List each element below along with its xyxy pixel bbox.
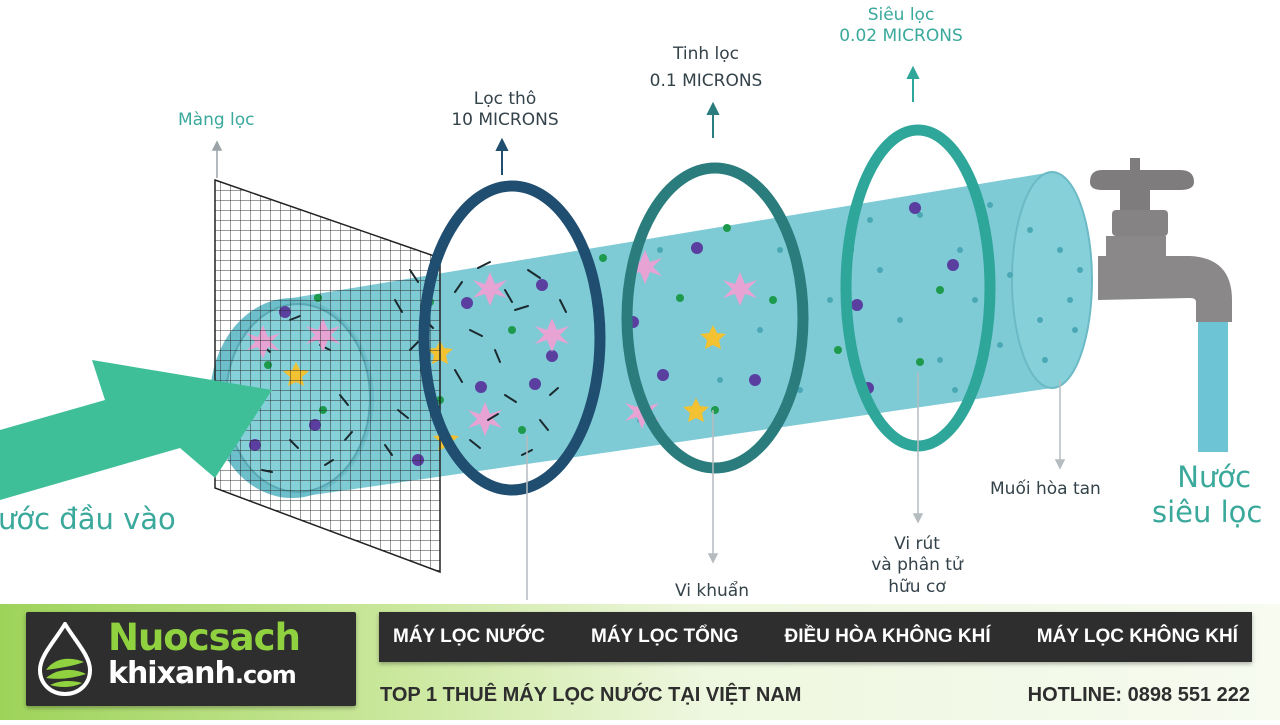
outlet-water-label: Nước siêu lọc <box>1152 460 1263 529</box>
pointer-lines-down <box>526 372 1066 600</box>
water-stream <box>1198 316 1228 452</box>
mesh-label: Màng lọc <box>178 110 255 130</box>
hotline[interactable]: HOTLINE: 0898 551 222 <box>1027 684 1250 706</box>
coarse-pointer-arrow <box>495 137 509 175</box>
ultra-pointer-arrow <box>906 65 920 102</box>
menu-air-conditioner[interactable]: ĐIỀU HÒA KHÔNG KHÍ <box>784 626 991 647</box>
menu-water-purifier[interactable]: MÁY LỌC NƯỚC <box>393 626 545 647</box>
inlet-arrow <box>0 360 272 500</box>
mesh-screen <box>214 178 441 574</box>
faucet-icon <box>1090 158 1232 322</box>
fine-filter-ring <box>621 162 809 474</box>
coarse-filter-ring <box>418 180 606 496</box>
product-menu: MÁY LỌC NƯỚC MÁY LỌC TỔNG ĐIỀU HÒA KHÔNG… <box>379 612 1252 662</box>
brand-name-bottom: khixanh.com <box>108 656 297 691</box>
fine-pointer-arrow <box>706 101 720 138</box>
menu-air-purifier[interactable]: MÁY LỌC KHÔNG KHÍ <box>1036 626 1238 647</box>
brand-name-top: Nuocsach <box>108 616 301 659</box>
tagline: TOP 1 THUÊ MÁY LỌC NƯỚC TẠI VIỆT NAM <box>380 684 802 706</box>
bacteria-label: Vi khuẩn <box>675 581 749 601</box>
water-drop-leaf-icon <box>37 622 93 696</box>
menu-whole-house-filter[interactable]: MÁY LỌC TỔNG <box>591 626 739 647</box>
inlet-water-label: ước đầu vào <box>0 502 176 536</box>
brand-logo[interactable]: Nuocsach khixanh.com <box>26 612 356 706</box>
salt-label: Muối hòa tan <box>990 479 1101 499</box>
mesh-pointer-arrow <box>211 140 223 178</box>
